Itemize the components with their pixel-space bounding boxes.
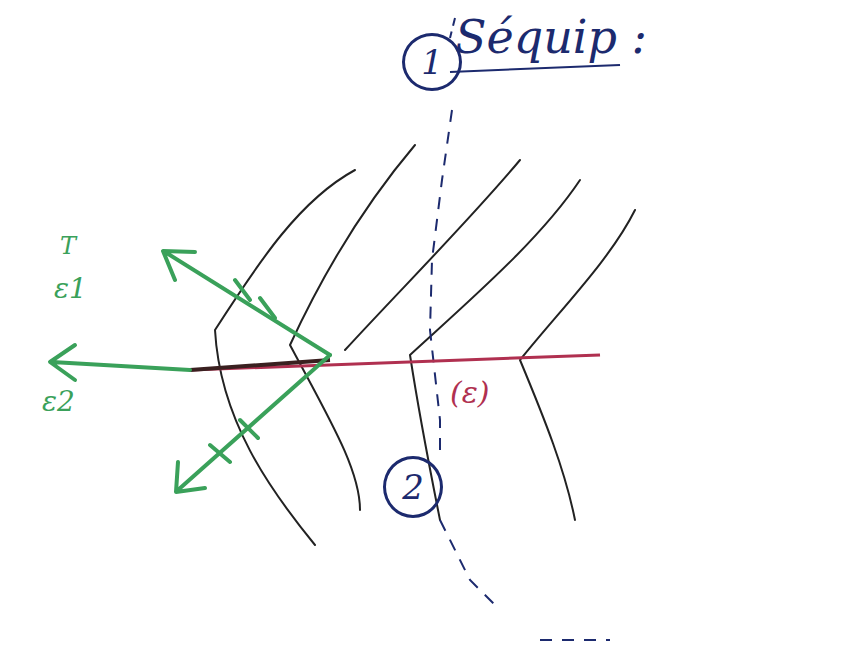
vector-arrow [176, 355, 330, 492]
vector-label: T [58, 232, 78, 260]
vector-arrow [50, 345, 190, 380]
green-vectors [50, 251, 330, 492]
callout-number: 2 [402, 467, 424, 507]
dashed-field-line [430, 110, 610, 640]
surface-line [190, 355, 600, 370]
curve [215, 170, 355, 545]
vector-label: ε1 [52, 272, 89, 305]
hatch [210, 420, 258, 462]
surface-segment [190, 360, 330, 370]
surface-label: (ε) [448, 375, 492, 410]
vector-arrow [163, 251, 330, 355]
equipotential-curves [215, 145, 635, 545]
curve [290, 145, 415, 510]
callout-circle: 1 [402, 33, 462, 91]
dashed-field-line [450, 18, 455, 38]
title-underline [450, 65, 620, 72]
callout-circle: 2 [383, 456, 443, 518]
curve [345, 160, 520, 350]
curve [520, 210, 635, 520]
hatch [235, 280, 275, 318]
curve [410, 180, 580, 520]
vector-label: ε2 [40, 385, 77, 418]
callout-number: 1 [421, 42, 443, 82]
title: Séquip : [455, 10, 647, 64]
